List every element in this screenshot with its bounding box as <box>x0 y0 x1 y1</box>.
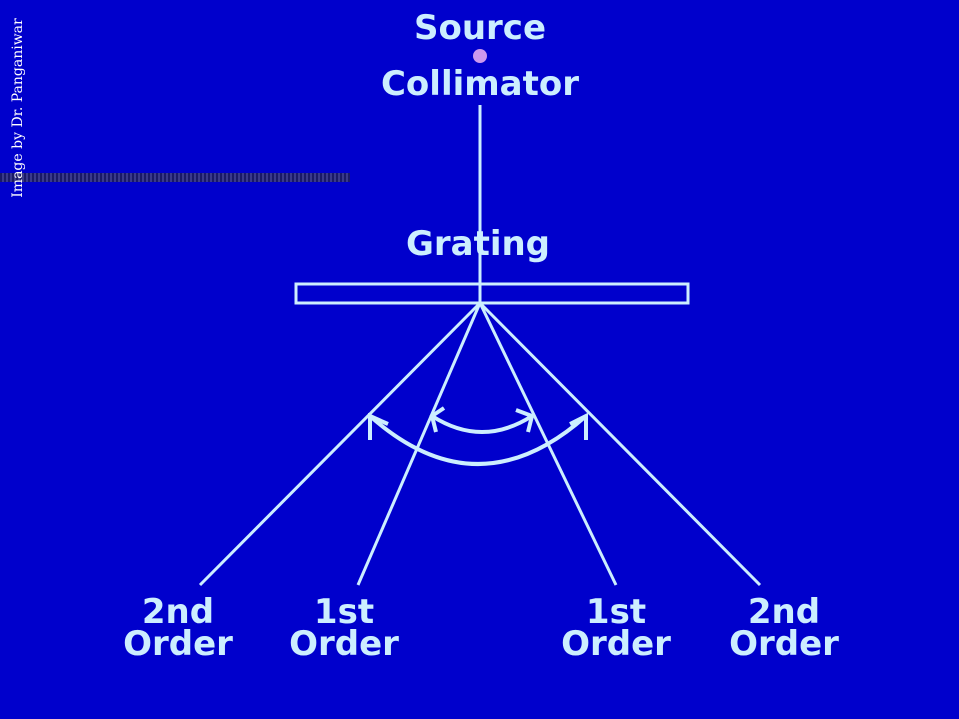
order-label-1st-right: 1st Order <box>541 592 691 664</box>
order-number: 1st <box>313 592 375 632</box>
first-order-arrowhead-left <box>429 406 446 433</box>
order-label-2nd-right: 2nd Order <box>709 592 859 664</box>
order-word: Order <box>123 624 233 664</box>
second-order-angle-arc <box>368 414 588 466</box>
order-word: Order <box>729 624 839 664</box>
second-order-arrowhead-right <box>569 412 588 440</box>
order-number: 2nd <box>141 592 215 632</box>
order-word: Order <box>289 624 399 664</box>
ray-1st-order-left <box>356 302 482 586</box>
second-order-arrowhead-left <box>368 412 389 440</box>
first-order-arrowhead-right <box>515 408 535 433</box>
source-label: Source <box>413 8 547 48</box>
source-dot <box>473 49 487 63</box>
order-number: 2nd <box>747 592 821 632</box>
grating-label: Grating <box>405 224 551 264</box>
order-label-2nd-left: 2nd Order <box>103 592 253 664</box>
decorative-dotted-bar <box>0 173 350 182</box>
grating-plate <box>294 282 690 305</box>
order-number: 1st <box>585 592 647 632</box>
collimator-label: Collimator <box>380 64 580 104</box>
order-label-1st-left: 1st Order <box>269 592 419 664</box>
ray-2nd-order-left <box>198 301 482 587</box>
ray-2nd-order-right <box>478 301 762 587</box>
first-order-angle-arc <box>430 414 534 434</box>
order-word: Order <box>561 624 671 664</box>
